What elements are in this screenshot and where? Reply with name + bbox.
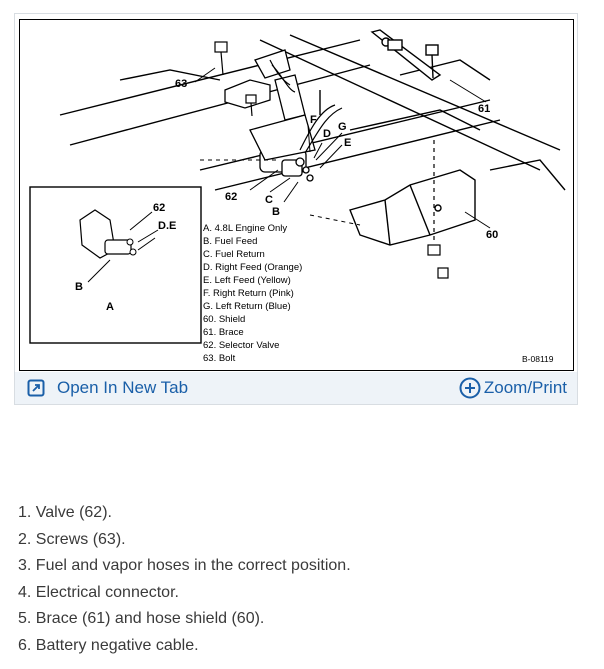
step-item: 1. Valve (62). <box>18 504 112 521</box>
legend-item: C. Fuel Return <box>203 249 265 260</box>
fuel-selector-valve-diagram: 63 61 60 62 F G D E C B 62 D.E B A A. 4.… <box>19 19 574 371</box>
inset-callout-de: D.E <box>158 220 176 232</box>
legend-item: 62. Selector Valve <box>203 340 279 351</box>
open-in-new-tab-link[interactable]: Open In New Tab <box>27 376 188 400</box>
bolt-bracket <box>224 49 306 121</box>
open-new-tab-icon <box>27 379 45 397</box>
callout-g: G <box>338 121 347 133</box>
leader-lines <box>194 67 491 229</box>
legend-item: 61. Brace <box>203 327 244 338</box>
open-in-new-tab-label: Open In New Tab <box>57 378 189 397</box>
legend-item: B. Fuel Feed <box>203 236 257 247</box>
inset-callout-b: B <box>75 281 83 293</box>
image-toolbar: Open In New Tab Zoom/Print <box>15 372 577 404</box>
zoom-print-link[interactable]: Zoom/Print <box>459 376 567 400</box>
legend-item: A. 4.8L Engine Only <box>203 223 287 234</box>
fuel-hoses <box>269 59 343 154</box>
legend-item: 63. Bolt <box>203 353 236 364</box>
step-item: 6. Battery negative cable. <box>18 636 199 654</box>
hose-shield-60 <box>349 169 476 246</box>
legend-item: G. Left Return (Blue) <box>203 301 291 312</box>
inset-detail-a <box>29 186 202 344</box>
step-item: 3. Fuel and vapor hoses in the correct p… <box>18 557 351 574</box>
callout-63: 63 <box>175 78 187 90</box>
frame-rails <box>59 34 566 191</box>
zoom-plus-icon <box>459 377 481 399</box>
callout-d: D <box>323 128 331 140</box>
callout-60: 60 <box>486 229 498 241</box>
step-item: 2. Screws (63). <box>18 530 126 548</box>
selector-valve-62 <box>249 114 316 182</box>
inset-callout-62: 62 <box>153 202 165 214</box>
figure-id: B-08119 <box>522 354 554 364</box>
legend-item: F. Right Return (Pink) <box>203 288 294 299</box>
legend-item: 60. Shield <box>203 314 245 325</box>
bolt-icons <box>214 41 257 117</box>
zoom-print-label: Zoom/Print <box>483 378 567 397</box>
procedure-steps: 1. Valve (62). 2. Screws (63). 3. Fuel a… <box>18 500 351 659</box>
brace-61 <box>370 29 442 81</box>
callout-b: B <box>272 206 280 218</box>
callout-c: C <box>265 194 273 206</box>
step-item: 4. Electrical connector. <box>18 583 179 601</box>
inset-label-a: A <box>106 301 114 313</box>
legend-item: D. Right Feed (Orange) <box>203 262 302 273</box>
callout-f: F <box>310 114 317 126</box>
shield-bolt-icon <box>427 140 449 279</box>
diagram-legend: A. 4.8L Engine Only B. Fuel Feed C. Fuel… <box>203 223 302 364</box>
legend-item: E. Left Feed (Yellow) <box>203 275 291 286</box>
step-item: 5. Brace (61) and hose shield (60). <box>18 610 265 627</box>
callout-61: 61 <box>478 103 490 115</box>
callout-62: 62 <box>225 191 237 203</box>
callout-e: E <box>344 137 351 149</box>
